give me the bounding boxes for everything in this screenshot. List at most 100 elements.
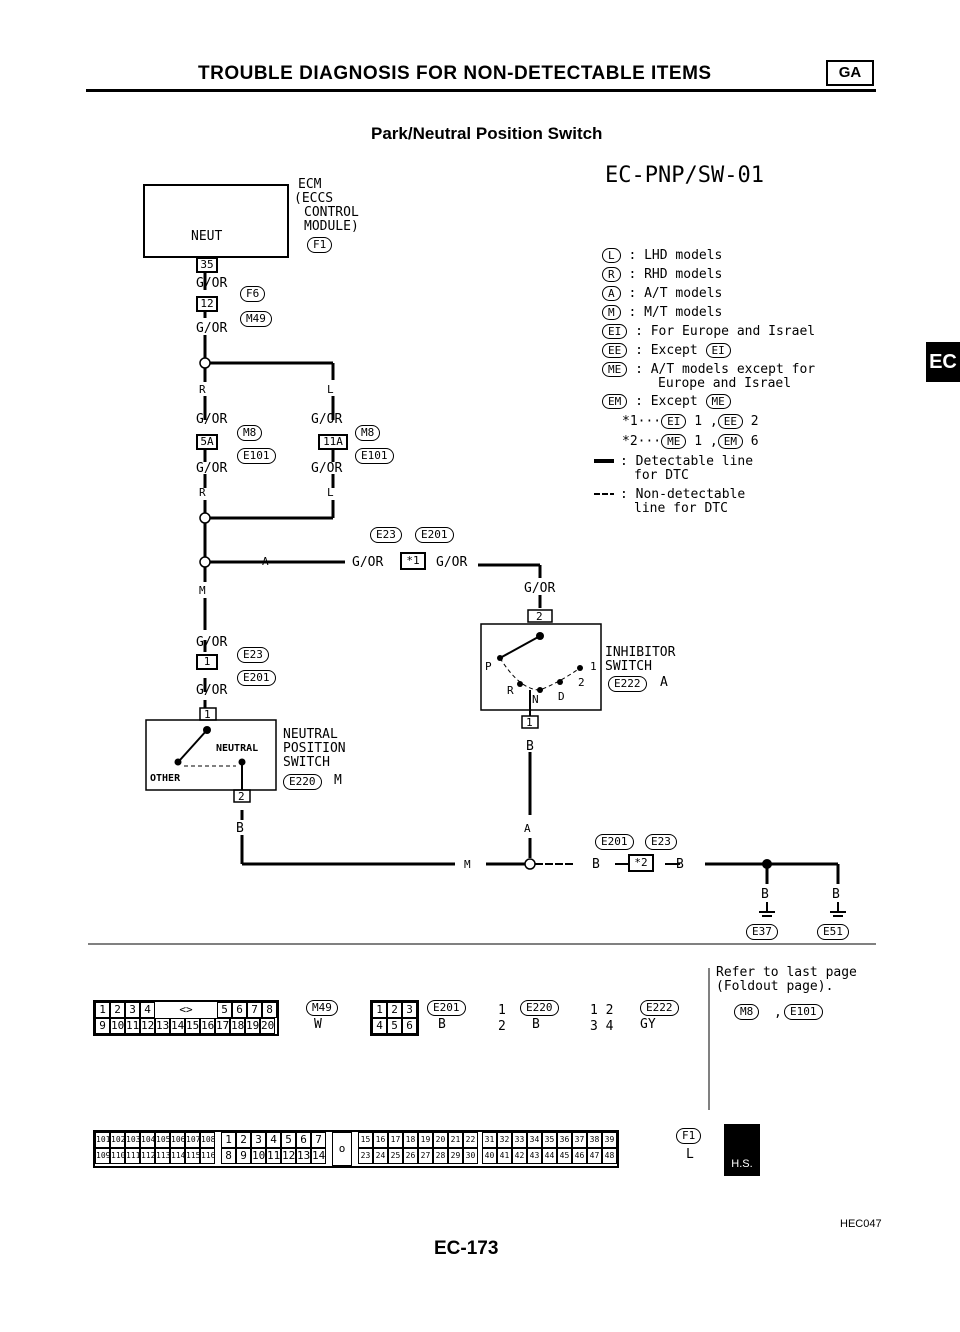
branch-mark-m: M <box>199 584 206 597</box>
inhibitor-switch-box <box>480 623 602 711</box>
connector-view-f1: 101102103104105106107108 109110111112113… <box>93 1130 619 1168</box>
diagram-code: EC-PNP/SW-01 <box>605 163 764 188</box>
branch-mark-l: L <box>327 486 334 499</box>
wire-color-b: B <box>526 739 534 754</box>
wire-color: G/OR <box>196 635 228 650</box>
neutral-model-mark: M <box>334 773 342 788</box>
legend-star2: *2···ME 1 ,EM 6 <box>622 434 759 449</box>
view-label-f1: F1 <box>676 1128 702 1144</box>
refer-note-1: Refer to last page <box>716 965 857 980</box>
inhibitor-p: P <box>485 660 492 673</box>
wire-color: G/OR <box>196 461 228 476</box>
pin-12: 12 <box>196 296 218 312</box>
inhibitor-label-1: INHIBITOR <box>605 645 676 660</box>
connector-f6: F6 <box>240 286 266 302</box>
legend-detectable: : Detectable line <box>620 454 754 469</box>
ground-e37: E37 <box>746 924 778 940</box>
wire-color-b: B <box>761 887 769 902</box>
legend-row: EE : Except EI <box>602 343 731 358</box>
connector-e201: E201 <box>415 527 454 543</box>
ecm-neut-label: NEUT <box>191 229 223 244</box>
view-color-m49: W <box>314 1017 322 1032</box>
diagram-subtitle: Park/Neutral Position Switch <box>371 124 603 143</box>
wire-color: G/OR <box>196 683 228 698</box>
legend-row: L : LHD models <box>602 248 722 263</box>
ecm-name-2: (ECCS <box>294 191 334 206</box>
neutral-other-label: OTHER <box>150 773 181 784</box>
branch-mark-l: L <box>327 383 334 396</box>
legend-row: Europe and Israel <box>658 376 792 391</box>
wire-color-b: B <box>236 821 244 836</box>
legend-row: A : A/T models <box>602 286 722 301</box>
view-color-f1: L <box>686 1147 694 1162</box>
inhibitor-model-mark: A <box>660 675 668 690</box>
pin-star1: *1 <box>400 552 426 570</box>
inhibitor-1: 1 <box>590 660 597 673</box>
pin-5a: 5A <box>196 434 218 450</box>
connector-m49: M49 <box>240 311 272 327</box>
connector-e201: E201 <box>237 670 276 686</box>
hs-icon: H.S. <box>724 1124 760 1176</box>
wire-color-b: B <box>592 857 600 872</box>
wire-color-b: B <box>676 857 684 872</box>
ref-connector-e101: E101 <box>784 1004 823 1020</box>
connector-e23: E23 <box>370 527 402 543</box>
neutral-pin-1: 1 <box>204 708 211 721</box>
connector-e201: E201 <box>595 834 634 850</box>
wire-color: G/OR <box>524 581 556 596</box>
neutral-switch-label-2: POSITION <box>283 741 346 756</box>
legend-row: EI : For Europe and Israel <box>602 324 815 339</box>
page-number: EC-173 <box>434 1238 499 1259</box>
branch-mark-r: R <box>199 383 206 396</box>
ref-connector-m8: M8 <box>734 1004 760 1020</box>
legend-detectable-2: for DTC <box>634 468 689 483</box>
connector-m8: M8 <box>237 425 263 441</box>
page-title: TROUBLE DIAGNOSIS FOR NON-DETECTABLE ITE… <box>198 63 712 84</box>
pin-star2: *2 <box>628 854 654 872</box>
view-pin-2: 2 <box>498 1019 506 1034</box>
wire-color: G/OR <box>436 555 468 570</box>
neutral-pin-2: 2 <box>238 790 245 803</box>
connector-e220: E220 <box>283 774 322 790</box>
ec-section-tab: EC <box>926 342 960 382</box>
connector-e23: E23 <box>645 834 677 850</box>
refer-note-2: (Foldout page). <box>716 979 834 994</box>
inhibitor-n: N <box>532 693 539 706</box>
wire-color: G/OR <box>311 461 343 476</box>
view-color-e222: GY <box>640 1017 656 1032</box>
neutral-switch-label-1: NEUTRAL <box>283 727 338 742</box>
legend-row: EM : Except ME <box>602 394 731 409</box>
inhibitor-r: R <box>507 684 514 697</box>
ecm-name-3: CONTROL <box>304 205 359 220</box>
ecm-pin-35: 35 <box>196 257 218 273</box>
inhibitor-label-2: SWITCH <box>605 659 652 674</box>
connector-e101: E101 <box>355 448 394 464</box>
view-pin-1: 1 <box>498 1003 506 1018</box>
branch-mark-m: M <box>464 858 471 871</box>
wire-color-b: B <box>832 887 840 902</box>
legend-row: ME : A/T models except for <box>602 362 815 377</box>
view-label-e222: E222 <box>640 1000 679 1016</box>
ecm-connector-f1: F1 <box>307 237 333 253</box>
legend-star1: *1···EI 1 ,EE 2 <box>622 414 759 429</box>
view-pins-34: 3 4 <box>590 1019 614 1034</box>
wire-color: G/OR <box>352 555 384 570</box>
wire-color: G/OR <box>196 276 228 291</box>
view-label-m49: M49 <box>306 1000 338 1016</box>
pin-11a: 11A <box>318 434 348 450</box>
wire-color: G/OR <box>196 321 228 336</box>
legend-nondetectable: : Non-detectable <box>620 487 746 502</box>
legend-row: M : M/T models <box>602 305 722 320</box>
view-pins-12: 1 2 <box>590 1003 614 1018</box>
ecm-box <box>143 184 289 258</box>
pin-1: 1 <box>196 654 218 670</box>
header-rule <box>86 89 876 92</box>
ecm-name-4: MODULE) <box>304 219 359 234</box>
connector-e101: E101 <box>237 448 276 464</box>
view-color-e201: B <box>438 1017 446 1032</box>
branch-mark-a: A <box>262 555 269 568</box>
ecm-name-1: ECM <box>298 177 322 192</box>
figure-id: HEC047 <box>840 1218 882 1230</box>
